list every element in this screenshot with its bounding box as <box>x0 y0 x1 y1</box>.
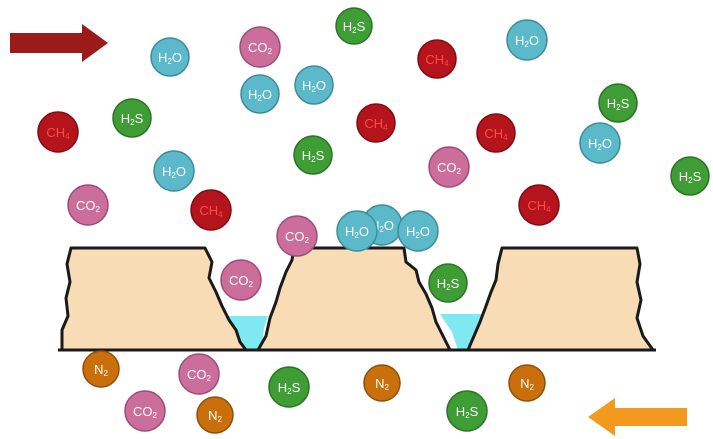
molecule-n2: N2 <box>83 351 119 387</box>
molecule-h2s: H2S <box>429 264 467 302</box>
molecule-h2s: H2S <box>336 8 372 44</box>
molecule-ch4: CH4 <box>477 114 515 152</box>
permeate-arrow-left <box>588 398 687 436</box>
molecule-co2: CO2 <box>179 354 219 394</box>
molecule-ch4: CH4 <box>357 104 395 142</box>
molecule-h2o: H2O <box>337 211 377 251</box>
feed-arrow-right <box>10 24 108 62</box>
molecule-co2: CO2 <box>221 260 261 300</box>
solid-block-right <box>468 248 653 350</box>
molecule-h2o: H2O <box>295 66 333 104</box>
molecule-co2: CO2 <box>125 391 165 431</box>
molecule-h2s: H2S <box>294 136 332 174</box>
molecule-h2o: H2O <box>507 20 547 60</box>
molecule-ch4: CH4 <box>418 40 456 78</box>
molecule-ch4: CH4 <box>191 190 231 230</box>
molecule-h2o: H2O <box>580 123 620 163</box>
molecule-h2o: H2O <box>154 151 194 191</box>
molecule-co2: CO2 <box>240 27 280 67</box>
molecule-h2o: H2O <box>151 38 189 76</box>
molecule-n2: N2 <box>509 365 545 401</box>
molecule-n2: N2 <box>197 397 233 433</box>
molecule-h2o: H2O <box>398 211 438 251</box>
molecule-h2o: H2O <box>241 75 279 113</box>
membrane-solids <box>58 248 656 350</box>
molecule-h2s: H2S <box>447 391 487 431</box>
molecule-ch4: CH4 <box>38 112 78 152</box>
molecule-h2s: H2S <box>269 367 309 407</box>
molecule-h2s: H2S <box>113 99 151 137</box>
solid-block-left <box>62 248 246 350</box>
molecule-co2: CO2 <box>68 185 108 225</box>
molecule-h2s: H2S <box>671 157 709 195</box>
solid-block-middle <box>258 248 450 350</box>
molecule-h2s: H2S <box>599 84 637 122</box>
molecule-co2: CO2 <box>429 147 469 187</box>
molecule-co2: CO2 <box>277 216 317 256</box>
molecule-n2: N2 <box>364 365 400 401</box>
molecule-ch4: CH4 <box>519 185 559 225</box>
